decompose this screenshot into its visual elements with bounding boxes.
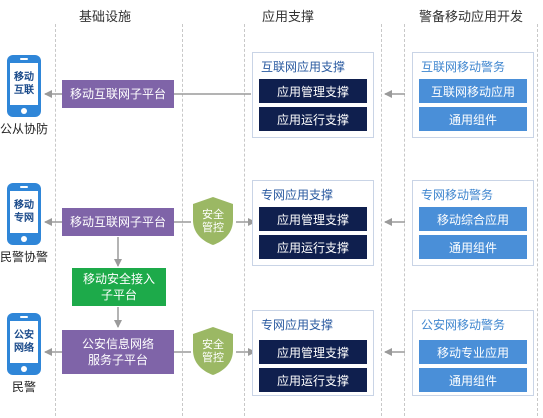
support-panel-title: 专网应用支撑 [261,318,334,332]
support-item[interactable]: 应用管理支撑 [259,79,367,103]
support-item[interactable]: 应用运行支撑 [259,107,367,131]
column-header-app-support: 应用支撑 [261,10,314,25]
dev-item[interactable]: 互联网移动应用 [419,79,527,103]
dev-panel-title: 专网移动警务 [421,188,494,202]
phone-text-line: 移动 [14,72,34,83]
dev-panel-title: 互联网移动警务 [421,60,506,74]
support-item[interactable]: 应用运行支撑 [259,235,367,259]
shield-text-line: 安全 [202,208,224,221]
dev-panel: 专网移动警务 移动综合应用 通用组件 [412,180,534,266]
support-panel: 专网应用支撑 应用管理支撑 应用运行支撑 [252,180,374,266]
shield-text-line: 安全 [202,338,224,351]
phone-text-line: 互联 [14,85,34,96]
dev-item[interactable]: 移动综合应用 [419,207,527,231]
column-header-infrastructure: 基础设施 [78,10,131,25]
user-label: 公从协防 [0,122,49,136]
shield-text-line: 管控 [202,221,224,234]
support-item[interactable]: 应用管理支撑 [259,340,367,364]
support-panel-title: 专网应用支撑 [261,188,334,202]
dev-item[interactable]: 通用组件 [419,368,527,392]
phone-text-line: 专网 [14,213,34,224]
phone-icon: 公安网络 [6,312,42,376]
access-platform-line: 子平台 [100,288,137,302]
dev-panel: 公安网移动警务 移动专业应用 通用组件 [412,310,534,396]
phone-text-line: 公安 [14,330,34,341]
infrastructure-column-frame [55,24,183,416]
column-header-police-dev: 警备移动应用开发 [418,10,523,25]
app-support-column-frame [244,24,382,416]
platform-box-line: 公安信息网络 [81,337,154,351]
support-panel: 专网应用支撑 应用管理支撑 应用运行支撑 [252,310,374,396]
user-label: 民警协警 [0,250,49,264]
dev-item[interactable]: 通用组件 [419,235,527,259]
user-label: 民警 [11,380,36,394]
support-panel-title: 互联网应用支撑 [261,60,346,74]
support-item[interactable]: 应用运行支撑 [259,368,367,392]
phone-text-line: 移动 [14,200,34,211]
platform-box: 公安信息网络服务子平台 [62,330,174,374]
support-item[interactable]: 应用管理支撑 [259,207,367,231]
dev-panel-title: 公安网移动警务 [421,318,506,332]
shield-icon: 安全管控 [191,196,235,246]
platform-box: 移动互联网子平台 [62,80,174,108]
phone-icon: 移动互联 [6,54,42,118]
support-panel: 互联网应用支撑 应用管理支撑 应用运行支撑 [252,52,374,138]
dev-panel: 互联网移动警务 互联网移动应用 通用组件 [412,52,534,138]
dev-item[interactable]: 移动专业应用 [419,340,527,364]
access-platform-line: 移动安全接入 [82,272,155,286]
phone-icon: 移动专网 [6,182,42,246]
shield-icon: 安全管控 [191,326,235,376]
access-platform-box: 移动安全接入子平台 [72,268,166,306]
platform-box-line: 服务子平台 [87,353,148,367]
dev-item[interactable]: 通用组件 [419,107,527,131]
police-dev-column-frame [404,24,538,416]
phone-text-line: 网络 [14,343,34,354]
platform-box: 移动互联网子平台 [62,208,174,236]
shield-text-line: 管控 [202,351,224,364]
